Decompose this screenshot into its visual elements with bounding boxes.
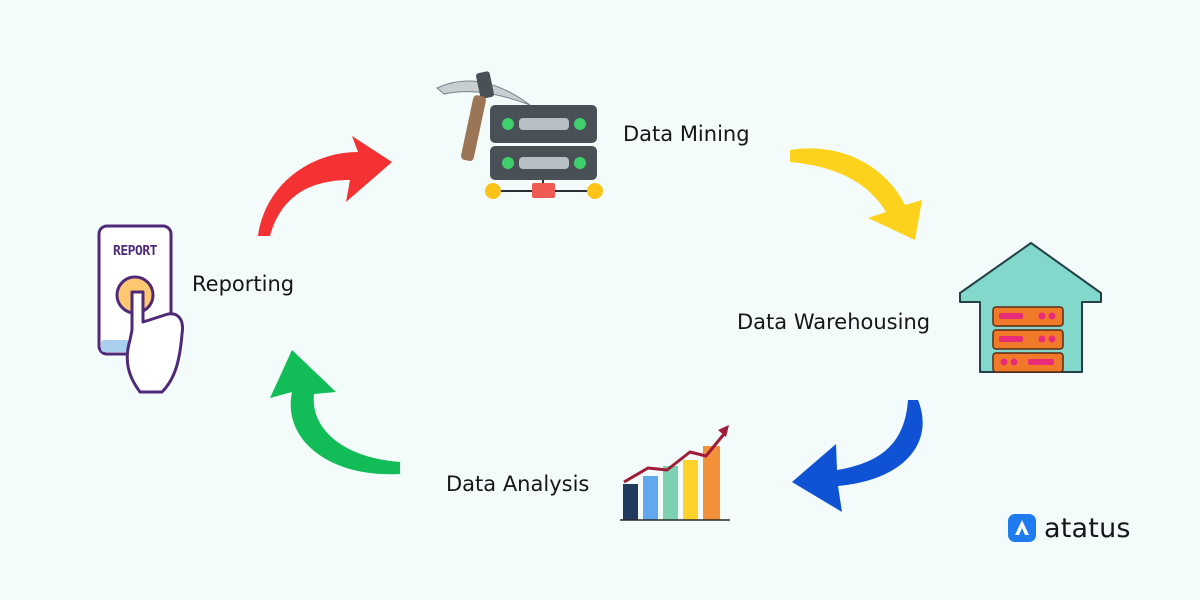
arrow-warehousing-to-analysis (792, 400, 923, 512)
arrow-reporting-to-mining (258, 136, 392, 236)
label-reporting: Reporting (192, 272, 295, 296)
arrow-mining-to-warehousing (790, 148, 922, 240)
server-pickaxe-icon (436, 71, 603, 199)
report-touch-icon (97, 224, 184, 394)
label-data-warehousing: Data Warehousing (737, 310, 931, 334)
label-data-analysis: Data Analysis (446, 472, 590, 496)
label-data-mining: Data Mining (623, 122, 750, 146)
warehouse-server-icon (959, 242, 1102, 373)
brand-logo: atatus (1008, 510, 1131, 546)
atatus-logo-icon (1008, 514, 1036, 542)
bar-chart-trend-icon (620, 425, 730, 521)
brand-name: atatus (1044, 512, 1131, 544)
report-card-text: REPORT (113, 244, 157, 259)
arrow-analysis-to-reporting (270, 350, 400, 475)
